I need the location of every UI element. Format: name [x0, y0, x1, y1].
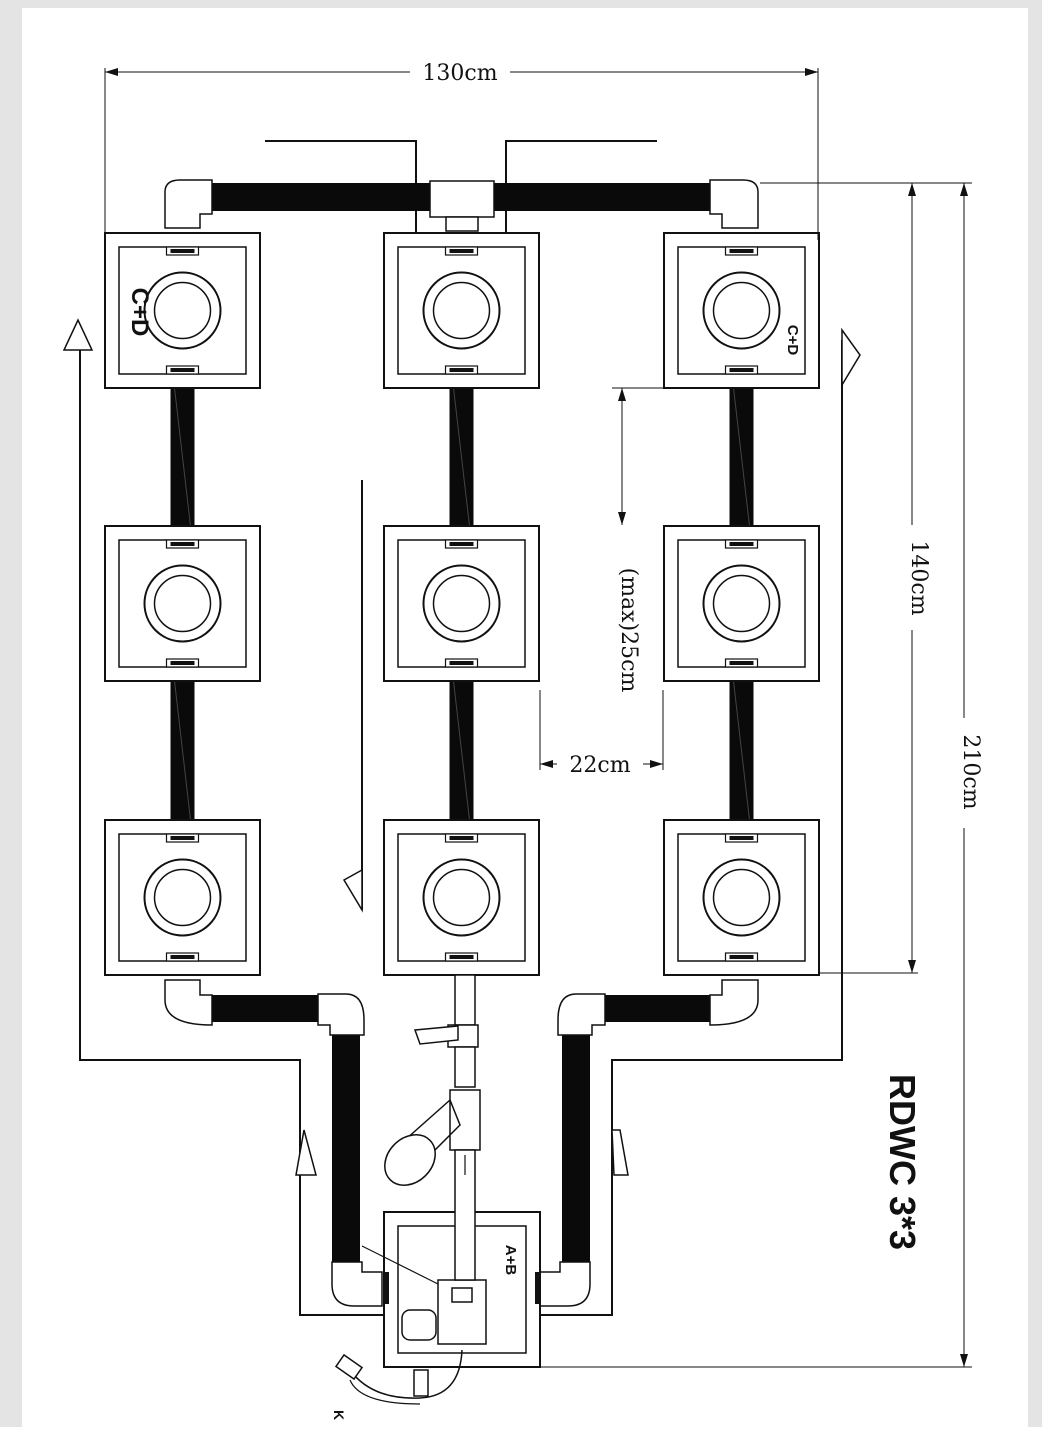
diagram-title: RDWC 3*3 — [882, 1074, 923, 1250]
net-pot-inner — [712, 868, 771, 927]
bucket-fitting-bottom-core — [729, 955, 754, 959]
bottom-elbow-right-3 — [539, 1261, 591, 1307]
bottom-elbow-right-1 — [709, 979, 759, 1026]
bucket — [383, 525, 540, 682]
bucket-fitting-top-core — [729, 249, 754, 253]
connector-pipes — [170, 387, 754, 821]
net-pot-inner — [432, 574, 491, 633]
label-a-b: A+B — [502, 1245, 519, 1276]
dimension-130: 130cm — [104, 61, 819, 240]
bucket-fitting-bottom-core — [449, 661, 474, 665]
bottom-elbow-right-2 — [557, 993, 606, 1036]
control-port-left — [383, 1272, 389, 1304]
bottom-elbow-left-1 — [164, 979, 213, 1026]
bottom-elbow-left-2 — [317, 993, 365, 1036]
bucket-fitting-bottom-core — [170, 955, 195, 959]
bottom-pipe-right-horizontal — [602, 995, 712, 1022]
top-pipe-tee-stem — [445, 216, 479, 232]
flow-arrow-right — [841, 327, 861, 388]
bucket-grid — [104, 232, 820, 976]
bottom-pipe-right-vertical — [562, 1030, 590, 1265]
bucket-fitting-top-core — [170, 836, 195, 840]
cable-label: K — [331, 1410, 347, 1420]
bucket — [104, 232, 261, 389]
bottom-elbow-left-3 — [331, 1261, 383, 1307]
bucket-fitting-bottom-core — [449, 955, 474, 959]
net-pot-inner — [432, 868, 491, 927]
dimension-140: 140cm — [760, 182, 931, 974]
connector-icon — [413, 1369, 429, 1397]
dim-gap-horizontal: 22cm — [569, 753, 630, 778]
air-stone — [401, 1309, 437, 1341]
flow-arrow-bottom-right — [611, 1129, 629, 1176]
label-c-d-top-left: C+D — [126, 288, 153, 337]
flow-arrow-left — [62, 318, 94, 351]
bucket-fitting-bottom-core — [170, 661, 195, 665]
pump-outlet — [451, 1287, 473, 1303]
connector-pipe-shade — [453, 680, 470, 821]
net-pot-inner — [153, 281, 212, 340]
bucket — [104, 525, 261, 682]
bucket-fitting-top-core — [170, 249, 195, 253]
bucket — [663, 819, 820, 976]
page-frame-left — [0, 0, 22, 1427]
feed-pipe-lower — [454, 1149, 476, 1281]
plug-icon — [334, 1353, 364, 1381]
bucket — [383, 232, 540, 389]
net-pot-inner — [153, 574, 212, 633]
flow-loop-outline — [79, 340, 843, 1316]
bucket-fitting-bottom-core — [729, 368, 754, 372]
page-frame-right — [1028, 0, 1042, 1427]
bottom-pipe-left-horizontal — [210, 995, 320, 1022]
top-pipe-tee — [429, 180, 495, 218]
bucket-fitting-top-core — [449, 542, 474, 546]
connector-pipe-shade — [733, 680, 750, 821]
bucket — [104, 819, 261, 976]
feed-pipe-top — [454, 974, 476, 1026]
bucket-fitting-top-core — [449, 249, 474, 253]
bucket-fitting-bottom-core — [449, 368, 474, 372]
top-pipe-elbow-left — [164, 179, 213, 229]
bucket — [663, 232, 820, 389]
bucket-fitting-top-core — [729, 836, 754, 840]
connector-pipe-shade — [733, 387, 750, 527]
connector-pipe-shade — [453, 387, 470, 527]
label-c-d-top-right: C+D — [784, 325, 801, 356]
bucket-fitting-top-core — [449, 836, 474, 840]
dim-gap-vertical: (max)25cm — [616, 568, 641, 693]
flow-arrow-bottom-left — [295, 1129, 317, 1176]
top-pipe-elbow-right — [709, 179, 759, 229]
power-cable — [349, 1349, 463, 1399]
page-frame-top — [0, 0, 1042, 8]
net-pot-inner — [712, 281, 771, 340]
y-filter-cap — [384, 1134, 436, 1186]
dim-width-total: 130cm — [422, 61, 497, 86]
dimension-22: 22cm — [539, 690, 664, 778]
bucket-fitting-top-core — [170, 542, 195, 546]
bucket — [383, 819, 540, 976]
dim-height-total: 210cm — [958, 734, 983, 809]
net-pot-inner — [432, 281, 491, 340]
control-port-right — [535, 1272, 541, 1304]
bottom-pipe-left-vertical — [332, 1030, 360, 1265]
bucket-fitting-bottom-core — [729, 661, 754, 665]
ball-valve-handle-icon[interactable] — [413, 1025, 459, 1045]
bucket — [663, 525, 820, 682]
bucket-fitting-top-core — [729, 542, 754, 546]
dim-height-grid: 140cm — [906, 540, 931, 615]
net-pot-inner — [712, 574, 771, 633]
center-flow-arrow — [342, 868, 363, 913]
feed-pipe-mid — [454, 1046, 476, 1088]
dimension-210: 210cm — [540, 182, 983, 1368]
connector-pipe-shade — [174, 680, 191, 821]
power-cable-2 — [349, 1379, 421, 1405]
pump-wire — [361, 1245, 439, 1285]
connector-pipe-shade — [174, 387, 191, 527]
net-pot-inner — [153, 868, 212, 927]
bucket-fitting-bottom-core — [170, 368, 195, 372]
dimension-25: (max)25cm — [612, 387, 664, 693]
